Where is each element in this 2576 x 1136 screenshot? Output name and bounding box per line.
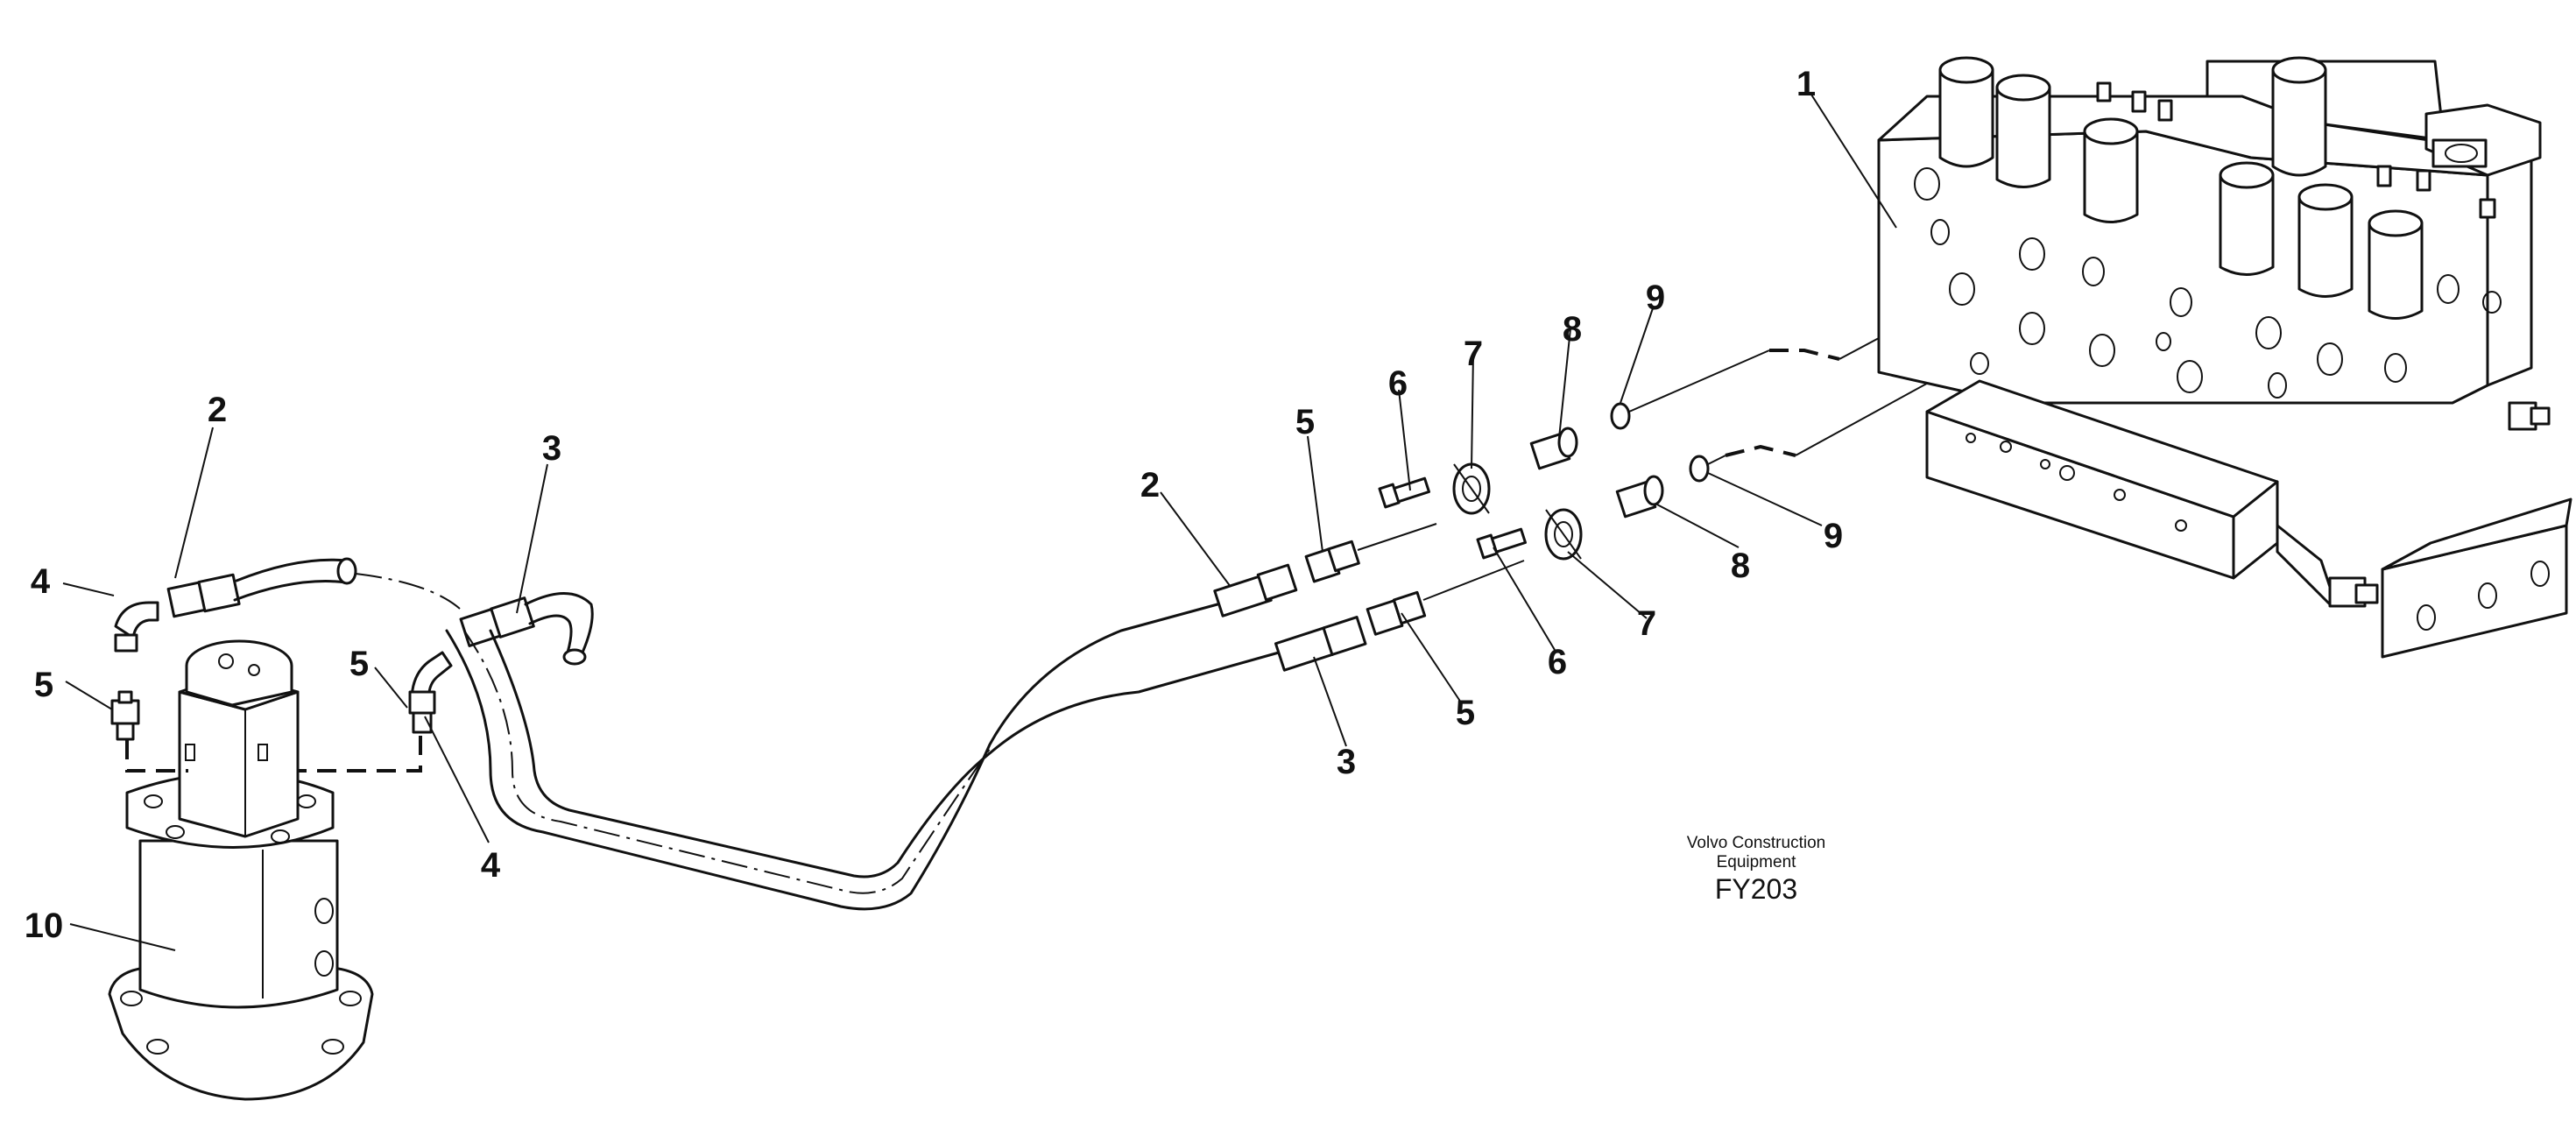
long-hoses [445,603,1281,911]
control-valve-part-1 [1877,56,2572,659]
upper-line-fittings [1213,260,2024,617]
callout-5: 5 [349,645,370,683]
callout-8: 8 [1730,547,1751,585]
callout-3: 3 [541,429,562,468]
callout-8: 8 [1562,310,1583,349]
callout-9: 9 [1645,279,1666,317]
hidden-connections-left [125,736,422,773]
credit-line-1: Volvo Construction [1686,834,1826,852]
callout-1: 1 [1796,65,1817,103]
callout-5: 5 [33,666,54,704]
swivel-joint-part-10 [108,639,374,1101]
credit-line-2: Equipment [1716,853,1796,871]
callout-2: 2 [1140,466,1161,504]
publisher-credit: Volvo Construction Equipment FY203 [1669,834,1844,906]
callout-5: 5 [1295,403,1316,441]
callout-5: 5 [1455,694,1476,732]
callout-4: 4 [480,846,501,885]
callout-7: 7 [1463,335,1484,373]
callout-3: 3 [1336,743,1357,781]
figure-code: FY203 [1714,873,1798,905]
callout-7: 7 [1636,604,1657,643]
callout-2: 2 [207,391,228,429]
callout-6: 6 [1547,643,1568,681]
callout-4: 4 [30,562,51,601]
left-fittings [110,573,535,741]
left-hoses [233,557,594,666]
callout-9: 9 [1823,517,1844,555]
callout-6: 6 [1387,364,1408,403]
valve-port-holes [1914,167,2502,399]
callout-10: 10 [24,907,64,945]
leader-lines [62,94,1897,951]
valve-solenoids [1938,56,2424,320]
